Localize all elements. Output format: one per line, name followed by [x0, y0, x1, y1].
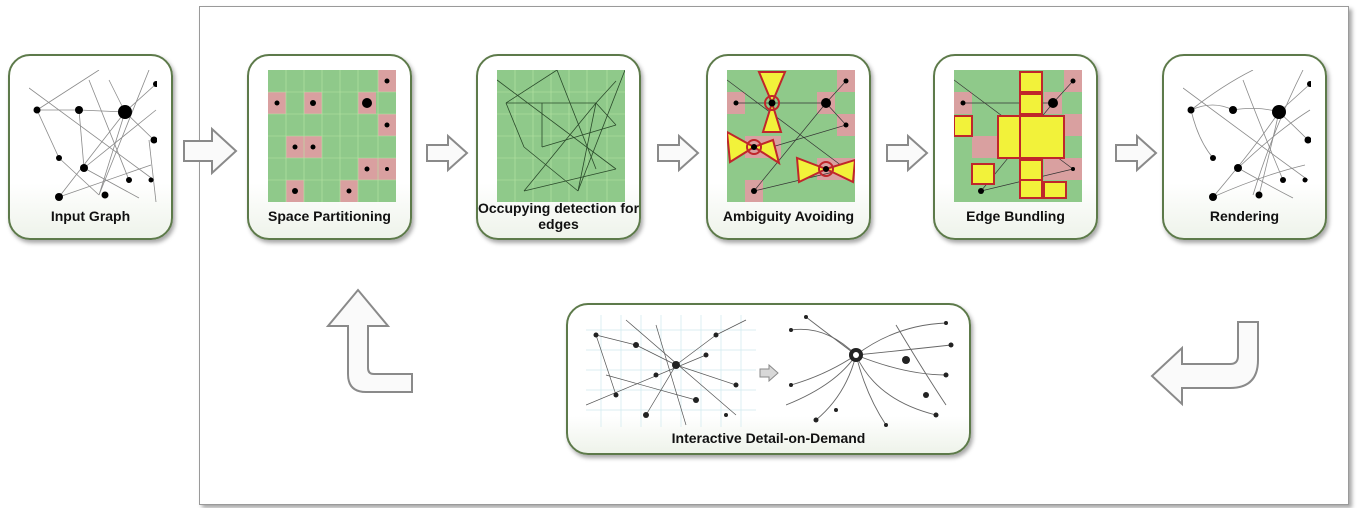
- stage-ambiguity-avoiding: Ambiguity Avoiding: [706, 54, 871, 240]
- stage-label: Occupying detection for edges: [478, 200, 640, 232]
- stage-label: Space Partitioning: [268, 208, 391, 224]
- arrow-right-icon: [759, 363, 779, 383]
- detail-label: Interactive Detail-on-Demand: [671, 430, 866, 446]
- arrow-right-icon: [657, 133, 700, 173]
- detail-after-image: [786, 315, 954, 427]
- stage-rendering: Rendering: [1162, 54, 1327, 240]
- arrow-right-icon: [1115, 133, 1158, 173]
- stage-occupying-detection: Occupying detection for edges: [476, 54, 641, 240]
- arrow-right-icon: [183, 126, 238, 176]
- stage-label: Rendering: [1209, 208, 1280, 224]
- stage-label: Ambiguity Avoiding: [722, 208, 855, 224]
- return-arrow-left-icon: [1150, 321, 1259, 407]
- rendering-image: [1183, 70, 1311, 201]
- space-partitioning-image: [268, 70, 396, 202]
- stage-label: Edge Bundling: [966, 208, 1065, 224]
- edge-bundling-image: [954, 70, 1082, 202]
- input-graph-image: [29, 70, 157, 202]
- stage-label: Input Graph: [50, 208, 131, 224]
- arrow-right-icon: [886, 133, 929, 173]
- stage-interactive-detail: Interactive Detail-on-Demand: [566, 303, 971, 455]
- stage-edge-bundling: Edge Bundling: [933, 54, 1098, 240]
- return-arrow-up-icon: [325, 288, 413, 393]
- detail-before-image: [586, 315, 756, 427]
- stage-space-partitioning: Space Partitioning: [247, 54, 412, 240]
- occupying-detection-image: [497, 70, 625, 202]
- ambiguity-avoiding-image: [727, 70, 855, 202]
- arrow-right-icon: [426, 133, 469, 173]
- stage-input-graph: Input Graph: [8, 54, 173, 240]
